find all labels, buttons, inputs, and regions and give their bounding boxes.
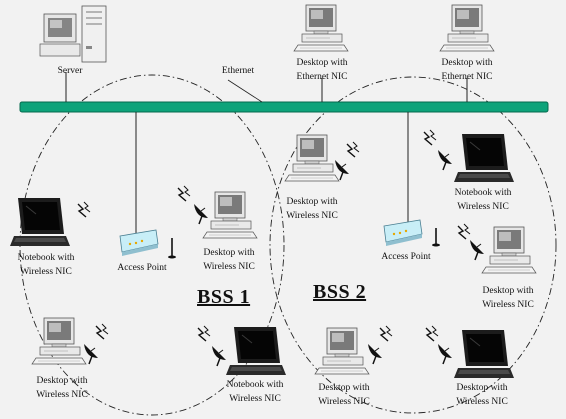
ws9-label: Desktop with Wireless NIC <box>456 381 508 409</box>
ws7-label: Desktop with Wireless NIC <box>482 284 534 312</box>
ws8-line1: Desktop with <box>318 383 370 393</box>
server-icon <box>39 5 107 63</box>
wired-desktop-2-line2: Ethernet NIC <box>441 72 493 82</box>
wired-desktop-2-line1: Desktop with <box>441 58 493 68</box>
ws7-line2: Wireless NIC <box>482 300 534 310</box>
wired-desktop-1-icon <box>293 4 349 52</box>
ws3-line2: Wireless NIC <box>36 390 88 400</box>
access-point-2-icon <box>383 219 440 247</box>
ws3-desktop-icon <box>31 317 109 365</box>
bss2-label-text: BSS 2 <box>313 281 367 303</box>
wired-desktop-1-line2: Ethernet NIC <box>296 72 348 82</box>
ethernet-pointer <box>227 79 263 103</box>
ws4-line1: Notebook with <box>226 380 284 390</box>
ws5-line2: Wireless NIC <box>286 211 338 221</box>
ws6-label: Notebook with Wireless NIC <box>455 186 512 214</box>
ws1-notebook-icon <box>9 197 91 247</box>
ws8-line2: Wireless NIC <box>318 397 370 407</box>
bss1-label: BSS 1 <box>197 286 250 309</box>
ws6-line1: Notebook with <box>454 188 512 198</box>
ws1-line2: Wireless NIC <box>20 267 72 277</box>
ws2-label: Desktop with Wireless NIC <box>203 246 255 274</box>
wired-desktop-2-icon <box>439 4 495 52</box>
ws7-desktop-icon <box>457 223 537 274</box>
wired-desktop-1-line1: Desktop with <box>296 58 348 68</box>
bss1-label-text: BSS 1 <box>197 286 251 308</box>
ws3-label: Desktop with Wireless NIC <box>36 374 88 402</box>
ws8-desktop-icon <box>314 325 393 375</box>
ws1-label: Notebook with Wireless NIC <box>18 251 75 279</box>
wired-desktop-2-label: Desktop with Ethernet NIC <box>442 56 493 84</box>
ws7-line1: Desktop with <box>482 286 534 296</box>
ws2-desktop-icon <box>177 185 258 239</box>
ws5-desktop-icon <box>284 134 360 182</box>
ws9-notebook-icon <box>425 325 515 379</box>
wired-desktop-1-label: Desktop with Ethernet NIC <box>297 56 348 84</box>
bss2-boundary <box>269 76 557 414</box>
bss2-label: BSS 2 <box>313 281 366 304</box>
server-label: Server <box>57 66 83 76</box>
ws4-line2: Wireless NIC <box>229 394 281 404</box>
ethernet-backbone <box>19 101 549 113</box>
ws8-label: Desktop with Wireless NIC <box>318 381 370 409</box>
ws9-line1: Desktop with <box>456 383 508 393</box>
ws5-label: Desktop with Wireless NIC <box>286 195 338 223</box>
ws4-label: Notebook with Wireless NIC <box>227 378 284 406</box>
access-point-1-label: Access Point <box>117 263 167 273</box>
bss1-boundary <box>19 74 285 416</box>
ws6-notebook-icon <box>423 129 515 183</box>
ws1-line1: Notebook with <box>17 253 75 263</box>
access-point-2-label: Access Point <box>381 252 431 262</box>
ws3-line1: Desktop with <box>36 376 88 386</box>
ws2-line1: Desktop with <box>203 248 255 258</box>
ws6-line2: Wireless NIC <box>457 202 509 212</box>
ws5-line1: Desktop with <box>286 197 338 207</box>
access-point-1-icon <box>119 229 176 259</box>
ws4-notebook-icon <box>197 325 287 376</box>
ws9-line2: Wireless NIC <box>456 397 508 407</box>
ws2-line2: Wireless NIC <box>203 262 255 272</box>
ethernet-label: Ethernet <box>221 66 255 76</box>
